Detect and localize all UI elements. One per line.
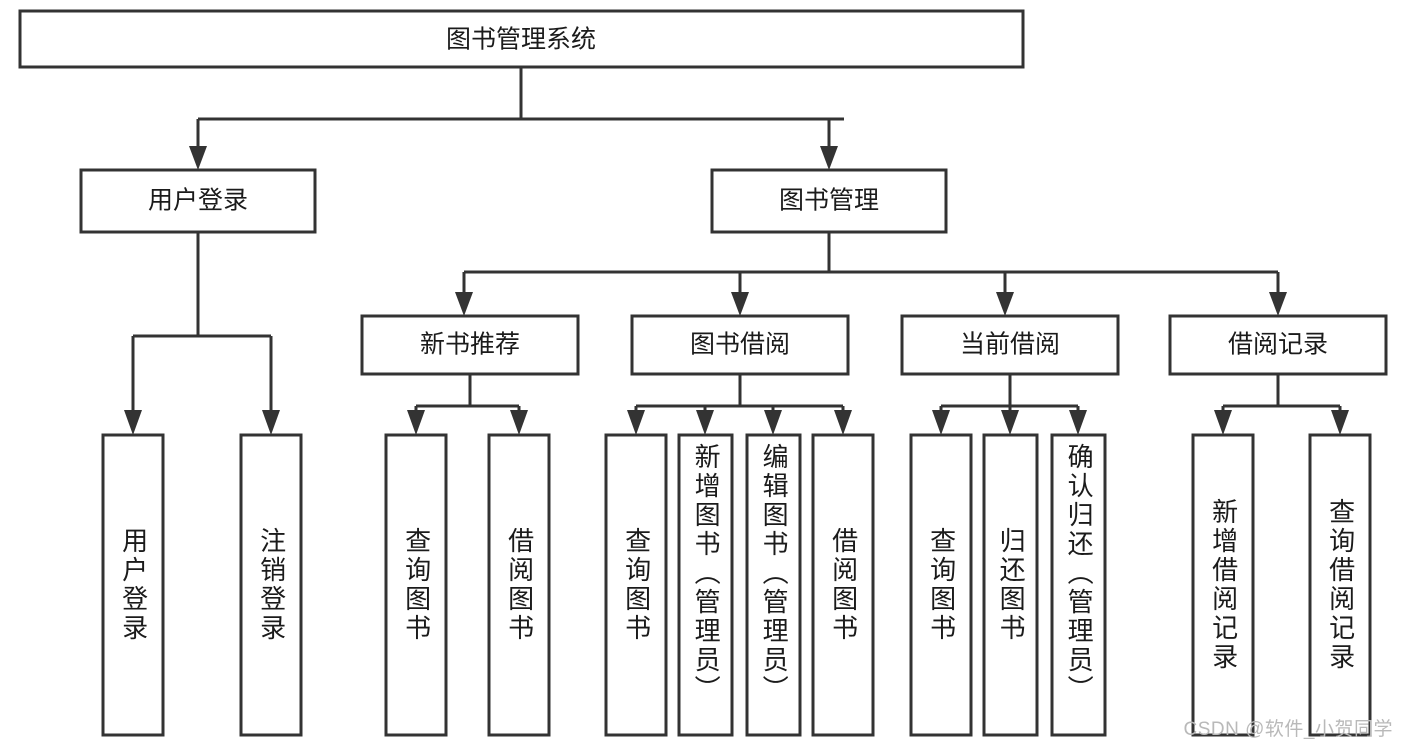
arrow-head-leaf-add-book [696,410,714,435]
arrow-head-leaf-query-book-1 [407,410,425,435]
node-leaf-confirm-return[interactable] [1050,433,1107,737]
arrow-head-leaf-query-book-3 [932,410,950,435]
node-leaf-return-book[interactable] [982,433,1039,737]
node-current-borrow-box [900,314,1120,376]
node-leaf-user-login-box [101,433,165,737]
node-root[interactable]: 图书管理系统 [18,9,1025,69]
arrow-head-leaf-edit-book [764,410,782,435]
node-leaf-borrow-book-1[interactable] [487,433,551,737]
arrow-head-new-book-recommend [455,292,473,316]
arrow-head-leaf-logout [262,410,280,435]
node-book-borrow[interactable]: 图书借阅 [630,314,850,376]
node-book-management-label: 图书管理 [779,187,879,215]
node-user-login-box [79,168,317,234]
node-leaf-borrow-book-2[interactable] [811,433,875,737]
arrow-head-book-borrow [731,292,749,316]
node-leaf-edit-book-box [745,433,802,737]
node-leaf-add-record[interactable] [1191,433,1255,737]
node-leaf-edit-book[interactable] [745,433,802,737]
node-leaf-query-record[interactable] [1308,433,1372,737]
node-current-borrow-label: 当前借阅 [960,331,1060,359]
node-leaf-logout-box [239,433,303,737]
arrow-head-leaf-borrow-book-1 [510,410,528,435]
node-leaf-add-book-box [677,433,734,737]
node-leaf-borrow-book-1-box [487,433,551,737]
node-leaf-user-login[interactable] [101,433,165,737]
arrow-head-leaf-query-record [1331,410,1349,435]
node-leaf-borrow-book-2-box [811,433,875,737]
node-leaf-query-book-3[interactable] [909,433,973,737]
node-book-borrow-box [630,314,850,376]
arrow-head-leaf-return-book [1001,410,1019,435]
node-leaf-query-record-box [1308,433,1372,737]
node-leaf-logout[interactable] [239,433,303,737]
node-leaf-query-book-3-box [909,433,973,737]
node-book-management-box [710,168,948,234]
node-leaf-query-book-1[interactable] [384,433,448,737]
arrow-head-leaf-query-book-2 [627,410,645,435]
node-leaf-query-book-1-box [384,433,448,737]
arrow-head-current-borrow [996,292,1014,316]
arrow-head-borrow-record [1269,292,1287,316]
arrow-head-leaf-add-record [1214,410,1232,435]
node-book-borrow-label: 图书借阅 [690,331,790,359]
node-user-login[interactable]: 用户登录 [79,168,317,234]
node-leaf-query-book-2[interactable] [604,433,668,737]
node-new-book-recommend-label: 新书推荐 [420,331,520,359]
node-borrow-record-box [1168,314,1388,376]
arrow-head-book-management [820,146,838,170]
node-borrow-record-label: 借阅记录 [1228,331,1328,359]
node-new-book-recommend-box [360,314,580,376]
node-new-book-recommend[interactable]: 新书推荐 [360,314,580,376]
node-root-label: 图书管理系统 [446,26,596,54]
node-user-login-label: 用户登录 [148,187,248,215]
arrow-head-user-login [189,146,207,170]
connector-layer [124,67,1349,435]
node-leaf-add-book[interactable] [677,433,734,737]
node-borrow-record[interactable]: 借阅记录 [1168,314,1388,376]
node-leaf-add-record-box [1191,433,1255,737]
arrow-head-leaf-borrow-book-2 [834,410,852,435]
node-current-borrow[interactable]: 当前借阅 [900,314,1120,376]
node-root-box [18,9,1025,69]
arrow-head-leaf-user-login [124,410,142,435]
node-leaf-return-book-box [982,433,1039,737]
arrow-head-leaf-confirm-return [1069,410,1087,435]
node-leaf-confirm-return-box [1050,433,1107,737]
node-leaf-query-book-2-box [604,433,668,737]
node-book-management[interactable]: 图书管理 [710,168,948,234]
